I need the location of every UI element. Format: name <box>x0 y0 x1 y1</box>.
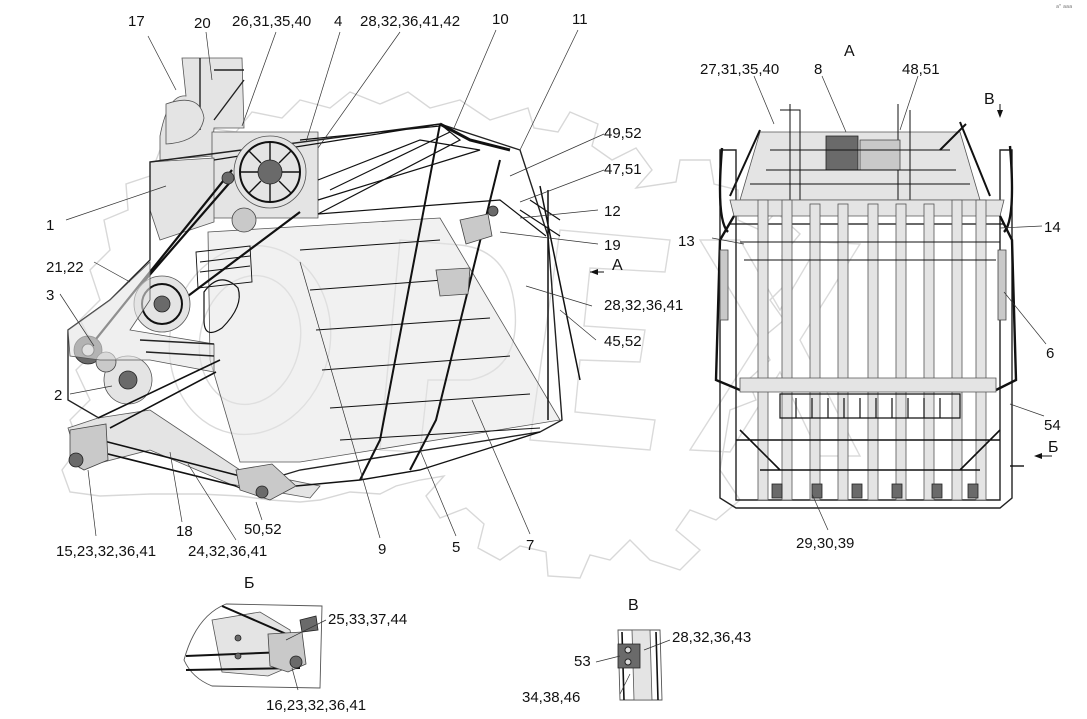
callout-49: 49,52 <box>604 125 642 142</box>
callout-10: 10 <box>492 11 509 28</box>
lower-pulley <box>103 355 153 405</box>
duct-elbow <box>165 99 205 145</box>
callout-14: 14 <box>1044 219 1061 236</box>
callout-15: 15,23,32,36,41 <box>56 543 156 560</box>
callout-47: 47,51 <box>604 161 642 178</box>
view-a: А <box>678 43 1061 552</box>
callout-24: 24,32,36,41 <box>188 543 267 560</box>
view-v: В 53 28,32,36,43 34,38,46 <box>522 597 751 706</box>
adjust-knob <box>487 205 499 217</box>
idler-pulley-small <box>231 207 257 233</box>
callout-28c: 28,32,36,43 <box>672 629 751 646</box>
arrow-b: Б <box>1034 439 1059 459</box>
diagonal-strut-right <box>409 159 501 471</box>
bottom-linkage <box>235 463 297 501</box>
bottom-rollers <box>771 483 979 499</box>
main-callouts: 17 20 26,31,35,40 4 28,32,36,41,42 10 11… <box>46 11 683 560</box>
view-a-title: А <box>844 43 855 60</box>
callout-27: 27,31,35,40 <box>700 61 779 78</box>
callout-19: 19 <box>604 237 621 254</box>
callout-18: 18 <box>176 523 193 540</box>
top-pulley <box>233 135 307 209</box>
vertical-bars <box>757 199 987 501</box>
front-arm <box>97 359 221 429</box>
leader-lines <box>59 29 605 541</box>
view-v-leaders <box>595 639 671 695</box>
top-mechanism <box>729 104 991 201</box>
arrow-v: В <box>984 91 1003 118</box>
main-side-view: А 17 20 26,31,35,40 4 28,32,36,41,42 10 … <box>46 11 683 560</box>
rear-frame <box>719 149 1013 509</box>
callout-34: 34,38,46 <box>522 689 580 706</box>
corner-mark: а" ааа <box>1056 4 1072 10</box>
vent-grid <box>195 245 253 289</box>
callout-13: 13 <box>678 233 695 250</box>
tension-assembly <box>459 213 493 245</box>
callout-7: 7 <box>526 537 534 554</box>
front-frame-plate <box>149 157 215 241</box>
guard-cutout <box>203 279 240 334</box>
callout-17: 17 <box>128 13 145 30</box>
section-arrow-a: А <box>590 257 623 275</box>
callout-21: 21,22 <box>46 259 84 276</box>
callout-1: 1 <box>46 217 54 234</box>
callout-11: 11 <box>572 11 588 28</box>
callout-25: 25,33,37,44 <box>328 611 407 628</box>
pickup-tines <box>779 393 961 419</box>
callout-26: 26,31,35,40 <box>232 13 311 30</box>
svg-text:В: В <box>984 91 995 108</box>
middle-crossbar <box>739 377 997 393</box>
svg-text:А: А <box>612 257 623 274</box>
view-b-leaders <box>285 619 327 691</box>
callout-53: 53 <box>574 653 591 670</box>
view-b-title: Б <box>244 575 255 592</box>
svg-text:Б: Б <box>1048 439 1059 456</box>
side-guard-left <box>714 215 741 392</box>
upper-truss <box>213 123 547 237</box>
callout-3: 3 <box>46 287 54 304</box>
callout-6: 6 <box>1046 345 1054 362</box>
callout-50: 50,52 <box>244 521 282 538</box>
upper-rail <box>729 199 1005 217</box>
mount-bracket <box>435 267 471 297</box>
callout-2: 2 <box>54 387 62 404</box>
callout-54: 54 <box>1044 417 1061 434</box>
callout-45: 45,52 <box>604 333 642 350</box>
view-a-callouts: 27,31,35,40 8 48,51 13 14 6 54 29,30,39 <box>678 61 1061 552</box>
callout-5: 5 <box>452 539 460 556</box>
callout-9: 9 <box>378 541 386 558</box>
callout-28a: 28,32,36,41,42 <box>360 13 460 30</box>
view-b: Б 25,33,37,44 16,23,32,36,41 <box>183 575 407 714</box>
callout-8: 8 <box>814 61 822 78</box>
view-b-clip <box>183 603 323 689</box>
callout-16: 16,23,32,36,41 <box>266 697 366 714</box>
view-a-leaders <box>711 75 1047 531</box>
view-v-title: В <box>628 597 639 614</box>
callout-20: 20 <box>194 15 211 32</box>
callout-4: 4 <box>334 13 342 30</box>
watermark-gear <box>61 91 801 579</box>
callout-48: 48,51 <box>902 61 940 78</box>
view-v-bolt-stack <box>617 643 641 669</box>
callout-28b: 28,32,36,41 <box>604 297 683 314</box>
diagonal-strut-left <box>359 123 441 481</box>
side-panel <box>207 217 561 463</box>
callout-12: 12 <box>604 203 621 220</box>
callout-29: 29,30,39 <box>796 535 854 552</box>
